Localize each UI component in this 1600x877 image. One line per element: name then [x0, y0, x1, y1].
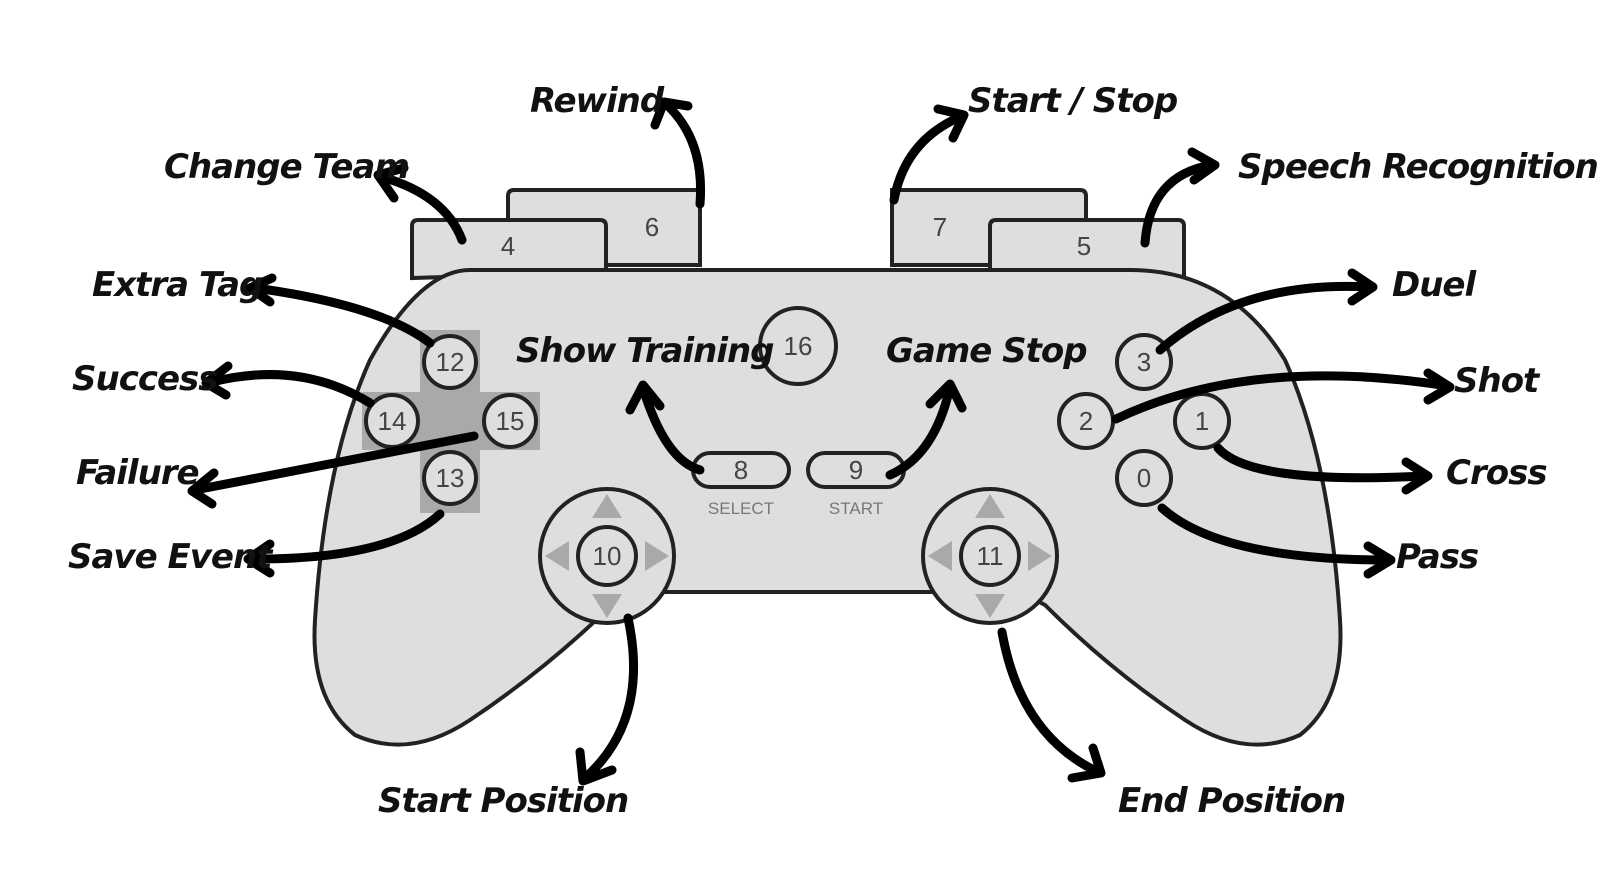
save-event-arrow-icon: [245, 509, 445, 564]
failure-label: Failure: [76, 453, 199, 493]
button-12[interactable]: 12: [422, 334, 478, 390]
button-3-number: 3: [1137, 347, 1151, 377]
button-8-number: 8: [734, 455, 748, 485]
function-labels: Rewind Start / Stop Change Team Speech R…: [68, 81, 1599, 821]
speech-recognition-arrow-icon: [1140, 160, 1217, 248]
start-position-label: Start Position: [378, 781, 628, 821]
button-2-number: 2: [1079, 406, 1093, 436]
select-caption: SELECT: [708, 499, 774, 518]
shot-label: Shot: [1454, 361, 1541, 401]
change-team-arrow-icon: [377, 172, 467, 245]
right-stick-right-arrow-icon: [1028, 541, 1052, 571]
button-4-number: 4: [501, 231, 515, 261]
button-13-number: 13: [436, 463, 465, 493]
button-0-number: 0: [1137, 463, 1151, 493]
change-team-label: Change Team: [164, 147, 409, 187]
success-label: Success: [72, 359, 218, 399]
button-16[interactable]: 16: [758, 306, 838, 386]
cross-label: Cross: [1446, 453, 1547, 493]
left-stick-down-arrow-icon: [592, 594, 622, 618]
left-stick-up-arrow-icon: [592, 494, 622, 518]
left-thumbstick[interactable]: 10: [538, 487, 676, 625]
start-position-arrow-icon: [580, 613, 638, 783]
left-stick-left-arrow-icon: [545, 541, 569, 571]
rewind-label: Rewind: [530, 81, 665, 121]
button-14[interactable]: 14: [364, 393, 420, 449]
button-9-number: 9: [849, 455, 863, 485]
save-event-label: Save Event: [68, 537, 274, 577]
button-14-number: 14: [378, 406, 407, 436]
right-stick-up-arrow-icon: [975, 494, 1005, 518]
button-1-number: 1: [1195, 406, 1209, 436]
end-position-label: End Position: [1118, 781, 1345, 821]
button-6-number: 6: [645, 212, 659, 242]
show-training-arrow-icon: [638, 383, 705, 475]
right-thumbstick[interactable]: 11: [921, 487, 1059, 625]
button-7-number: 7: [933, 212, 947, 242]
button-1[interactable]: 1: [1173, 392, 1231, 450]
duel-label: Duel: [1392, 265, 1477, 305]
extra-tag-label: Extra Tag: [92, 265, 263, 305]
button-5-number: 5: [1077, 231, 1091, 261]
right-stick-left-arrow-icon: [928, 541, 952, 571]
show-training-label: Show Training: [516, 331, 774, 371]
right-stick-down-arrow-icon: [975, 594, 1005, 618]
start-stop-label: Start / Stop: [968, 81, 1178, 121]
end-position-arrow-icon: [997, 627, 1103, 777]
button-11-number: 11: [977, 541, 1004, 571]
game-stop-label: Game Stop: [886, 331, 1087, 371]
success-arrow-icon: [207, 370, 375, 408]
extra-tag-arrow-icon: [250, 283, 435, 348]
arrows: [187, 97, 1455, 786]
start-button[interactable]: 9 START: [806, 451, 906, 518]
pass-arrow-icon: [1157, 503, 1393, 565]
button-15[interactable]: 15: [482, 393, 538, 449]
button-16-number: 16: [784, 331, 813, 361]
shot-arrow-icon: [1111, 371, 1453, 424]
controller-body: [312, 268, 1343, 747]
select-button[interactable]: 8 SELECT: [691, 451, 791, 518]
cross-arrow-icon: [1213, 443, 1430, 483]
duel-arrow-icon: [1155, 281, 1375, 355]
button-0[interactable]: 0: [1115, 449, 1173, 507]
game-stop-arrow-icon: [885, 382, 955, 480]
button-12-number: 12: [436, 347, 465, 377]
shoulder-button-5[interactable]: 5: [988, 218, 1186, 281]
speech-recognition-label: Speech Recognition: [1238, 147, 1598, 187]
button-13[interactable]: 13: [422, 450, 478, 506]
rewind-arrow-icon: [661, 99, 706, 209]
start-stop-arrow-icon: [889, 111, 967, 205]
pass-label: Pass: [1396, 537, 1479, 577]
left-stick-right-arrow-icon: [645, 541, 669, 571]
button-15-number: 15: [496, 406, 525, 436]
start-caption: START: [829, 499, 883, 518]
failure-arrow-icon: [190, 431, 479, 495]
button-2[interactable]: 2: [1057, 392, 1115, 450]
button-10-number: 10: [593, 541, 622, 571]
